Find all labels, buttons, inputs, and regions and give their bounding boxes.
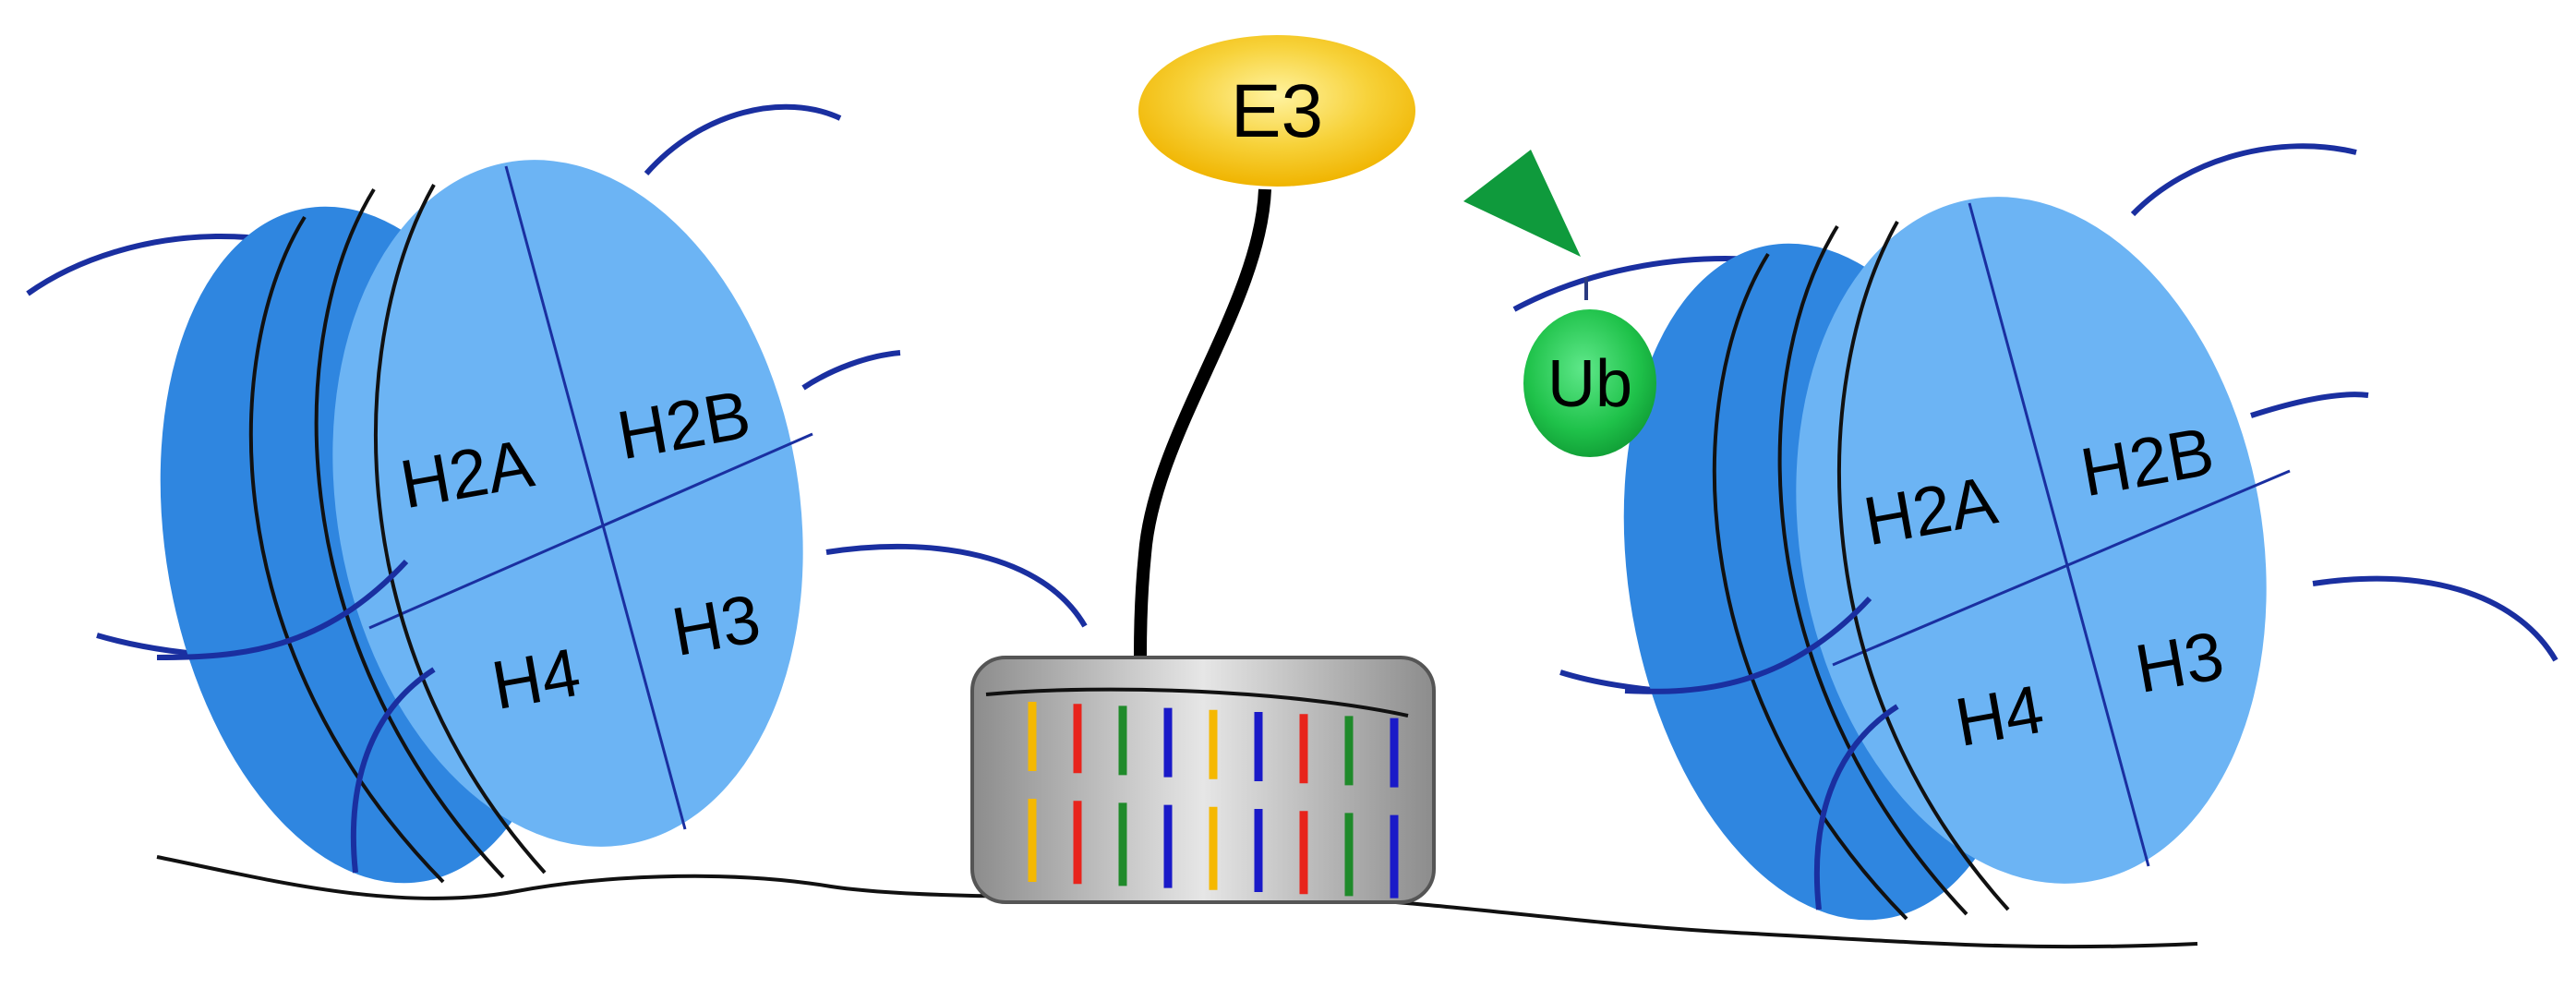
histone-tail	[156, 559, 409, 660]
e3-label: E3	[1231, 69, 1323, 153]
histone-tail	[801, 350, 901, 391]
label-h3: H3	[667, 580, 766, 670]
dna-wrap	[374, 184, 547, 874]
histone-octamer-face	[332, 160, 803, 847]
label-h4: H4	[487, 633, 586, 724]
dna-binding-box	[970, 656, 1436, 904]
nucleosome-right: H2A H2B H4 H3	[1512, 143, 2558, 921]
histone-octamer-face	[1796, 197, 2267, 884]
histone-tail	[2130, 143, 2357, 217]
dna-box-frame	[970, 656, 1436, 904]
histone-tail	[2312, 575, 2558, 662]
label-h4: H4	[1950, 670, 2050, 761]
dna-wrap	[314, 187, 505, 879]
histone-tail	[1624, 596, 1872, 694]
histone-tail	[2250, 392, 2369, 418]
transfer-arrowhead	[1463, 150, 1581, 257]
octamer-divider	[1832, 469, 2291, 667]
e3-tether	[1134, 188, 1271, 657]
octamer-divider	[504, 165, 687, 830]
histone-tail	[1813, 704, 1899, 911]
dna-wrap	[1777, 224, 1968, 916]
octamer-divider	[1968, 202, 2150, 867]
dna-wrap	[1837, 221, 2010, 911]
histone-tail	[644, 103, 842, 175]
nucleosome-left: H2A H2B H4 H3	[26, 103, 1088, 884]
dna-strand-top	[985, 687, 1409, 718]
label-h3: H3	[2130, 617, 2230, 707]
histone-tail	[825, 543, 1088, 628]
e3-ligase	[1138, 35, 1415, 187]
ub-label: Ub	[1547, 347, 1632, 421]
histone-tail	[350, 667, 436, 874]
ubiquitin	[1523, 309, 1656, 457]
octamer-divider	[368, 432, 813, 630]
base-pair-bars	[1028, 702, 1399, 899]
